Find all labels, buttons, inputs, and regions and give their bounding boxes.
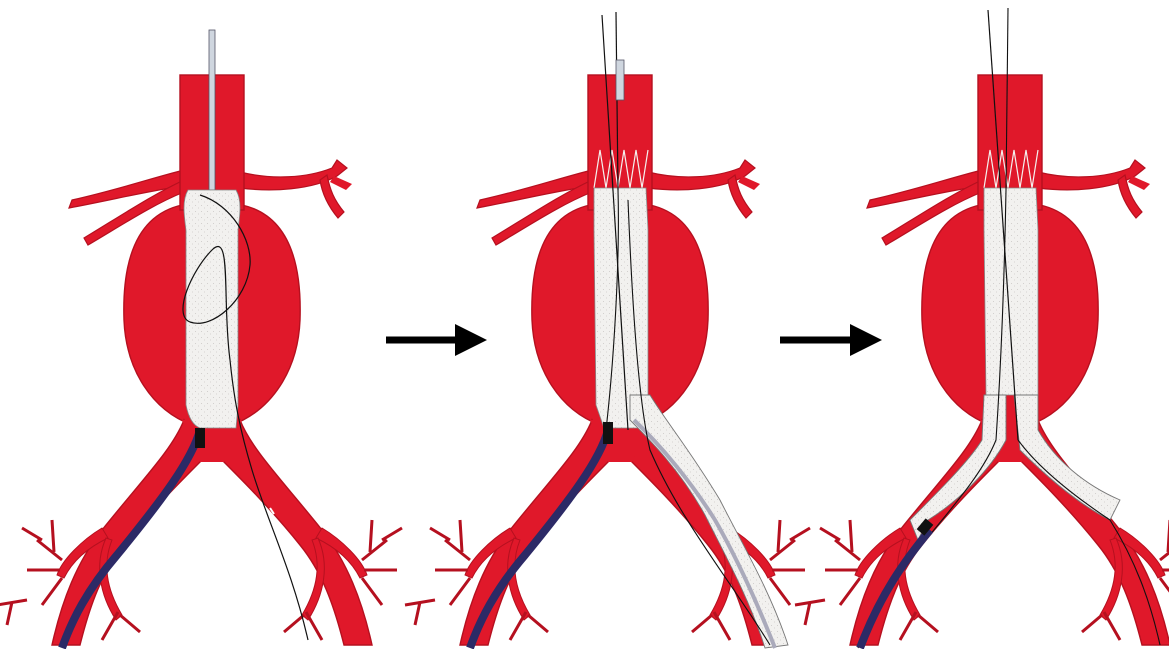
main-body-graft	[594, 188, 648, 428]
sheath-tip-marker	[195, 428, 205, 448]
arrow-1	[386, 324, 487, 356]
sheath-tip-marker	[603, 422, 613, 444]
arrow-2	[780, 324, 882, 356]
contralateral-limb-graft	[630, 395, 788, 648]
aorta-anatomy	[795, 75, 1169, 645]
main-body-graft	[984, 188, 1038, 395]
main-body-graft	[184, 190, 240, 428]
panel-1	[0, 30, 402, 648]
delivery-catheter	[209, 30, 215, 190]
